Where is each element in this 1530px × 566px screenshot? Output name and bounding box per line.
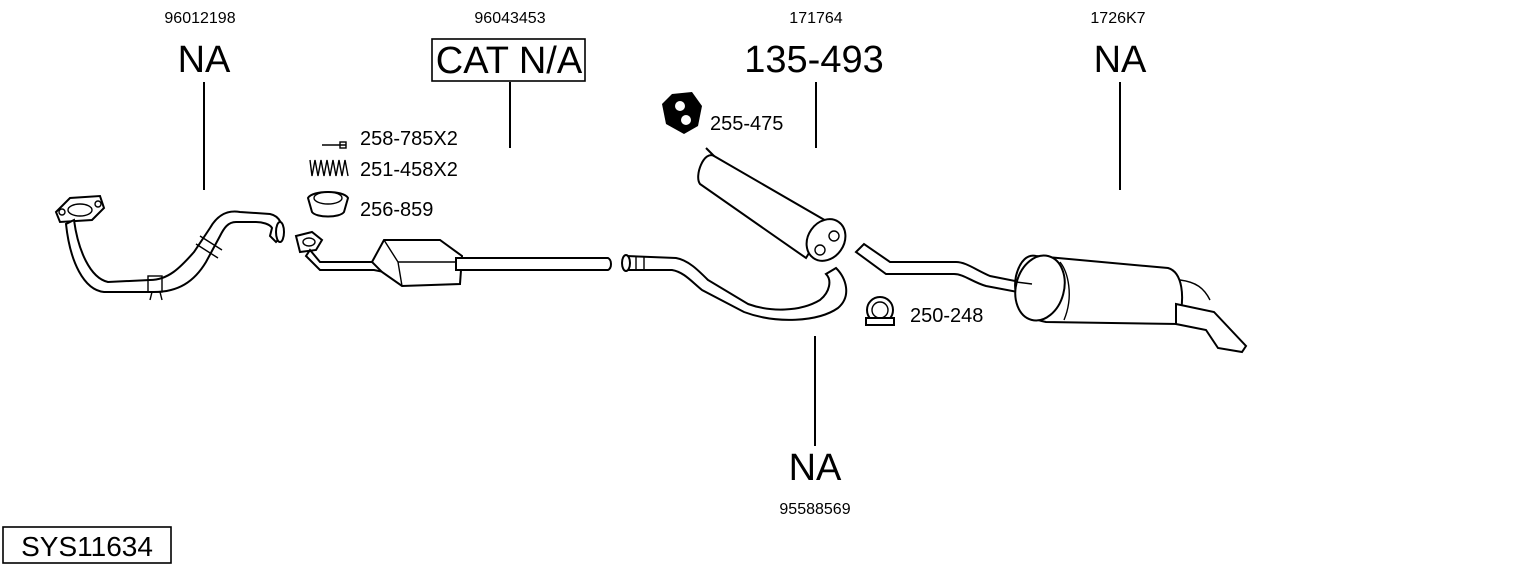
part-oe-number: 96043453: [474, 10, 545, 27]
rubber-mount-icon: [662, 92, 702, 134]
system-code-label: SYS11634: [2, 526, 172, 564]
part-intermediate-pipe[interactable]: NA 95588569: [621, 254, 851, 518]
system-code: SYS11634: [21, 531, 153, 562]
part-oe-number: 1726K7: [1090, 10, 1145, 27]
accessory-part-number: 255-475: [710, 113, 783, 135]
center-silencer-drawing: [697, 147, 847, 262]
system-code-box: [2, 526, 172, 564]
accessory-part-number: 251-458X2: [360, 159, 458, 181]
part-oe-number: 95588569: [779, 501, 850, 518]
part-rear-silencer[interactable]: 1726K7 NA: [854, 10, 1248, 354]
part-oe-number: 171764: [789, 10, 842, 27]
accessory-part-number: 256-859: [360, 199, 433, 221]
part-number: NA: [1094, 39, 1147, 81]
part-number: 135-493: [744, 39, 883, 81]
part-catalytic-converter[interactable]: 96043453 CAT N/A: [294, 10, 612, 288]
intermediate-pipe-drawing: [621, 254, 848, 321]
part-oe-number: 96012198: [164, 10, 235, 27]
accessory-clamp[interactable]: 250-248: [865, 296, 983, 327]
part-front-pipe[interactable]: 96012198 NA: [54, 10, 285, 301]
accessory-part-number: 258-785X2: [360, 128, 458, 150]
clamp-icon: [865, 296, 895, 326]
accessory-rubber-mount[interactable]: 255-475: [662, 92, 783, 135]
part-center-silencer[interactable]: 171764 135-493: [697, 10, 884, 268]
spring-icon: [309, 159, 349, 177]
accessory-bolt[interactable]: 258-785X2: [322, 128, 458, 150]
front-pipe-drawing: [54, 194, 285, 301]
accessory-part-number: 250-248: [910, 305, 983, 327]
part-number: NA: [789, 447, 842, 489]
accessory-spring[interactable]: 251-458X2: [309, 159, 458, 181]
part-number: CAT N/A: [436, 40, 583, 82]
accessory-sealing-ring[interactable]: 256-859: [306, 191, 433, 221]
bolt-icon: [322, 141, 347, 149]
catalytic-converter-drawing: [294, 230, 612, 288]
part-number: NA: [178, 39, 231, 81]
part-number-box: [431, 38, 586, 82]
rear-silencer-drawing: [854, 242, 1248, 354]
sealing-ring-icon: [306, 191, 350, 218]
